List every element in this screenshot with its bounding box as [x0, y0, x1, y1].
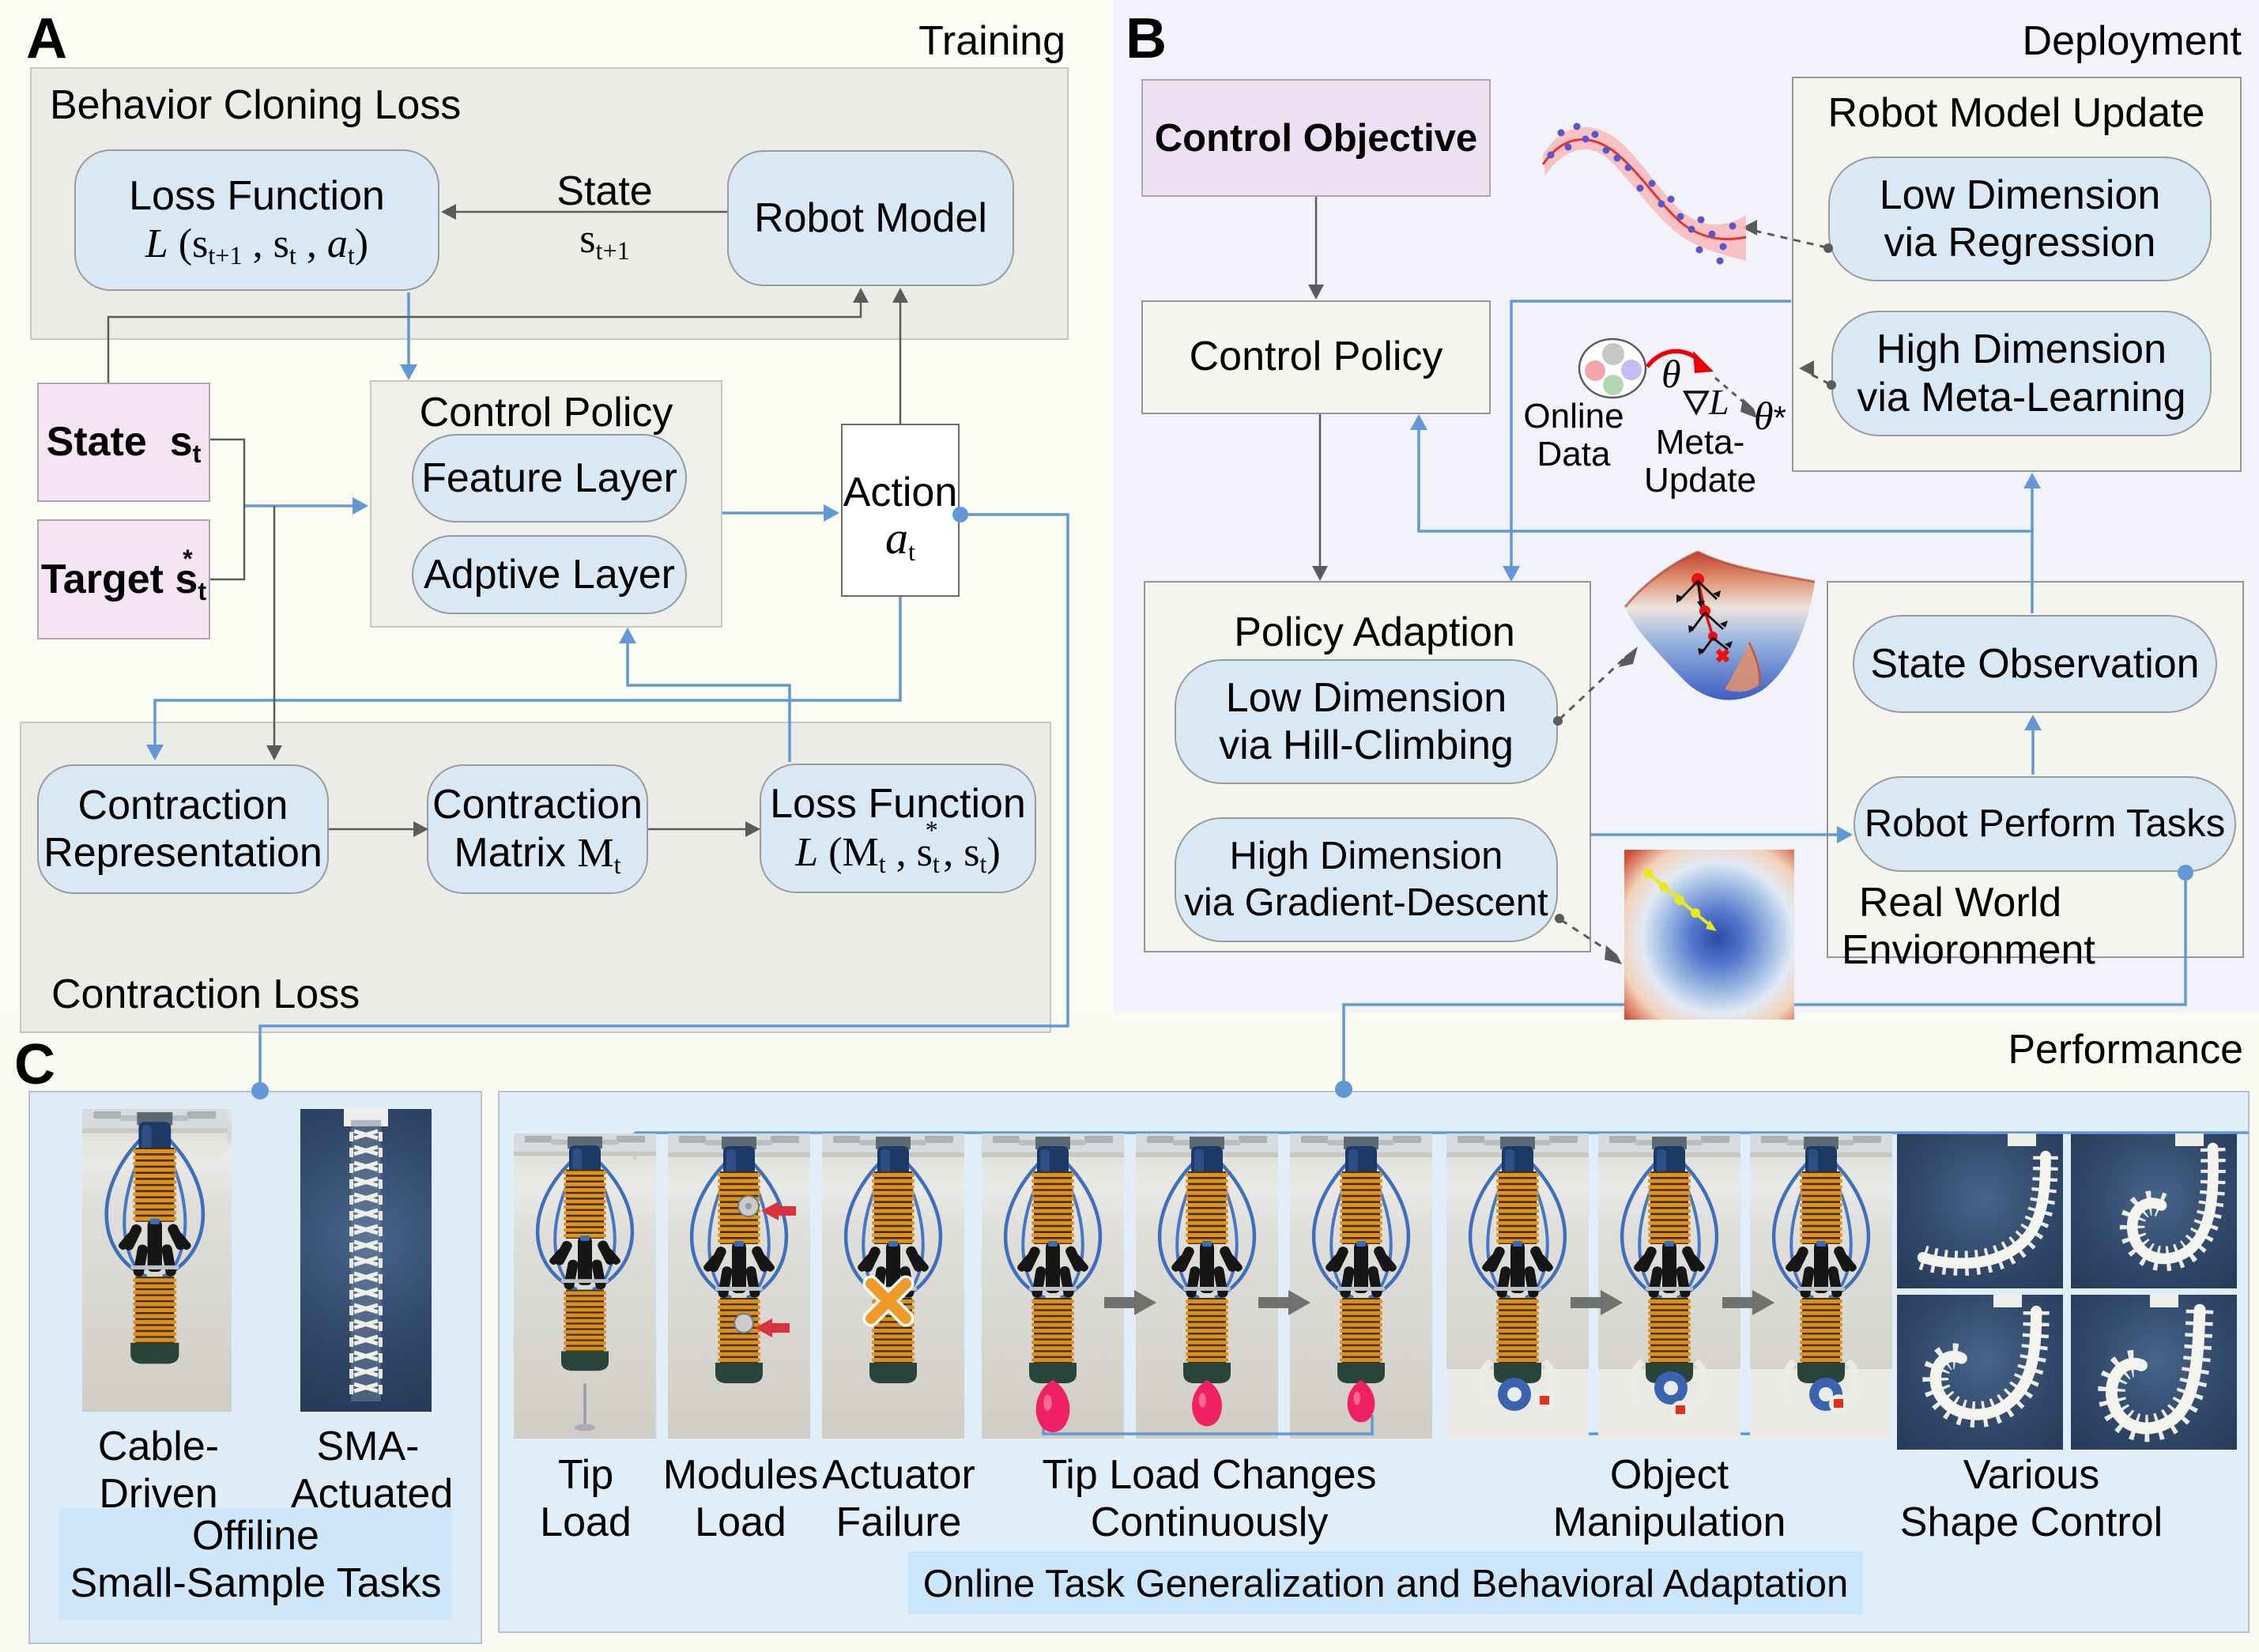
svg-text:L: L	[1708, 382, 1729, 422]
